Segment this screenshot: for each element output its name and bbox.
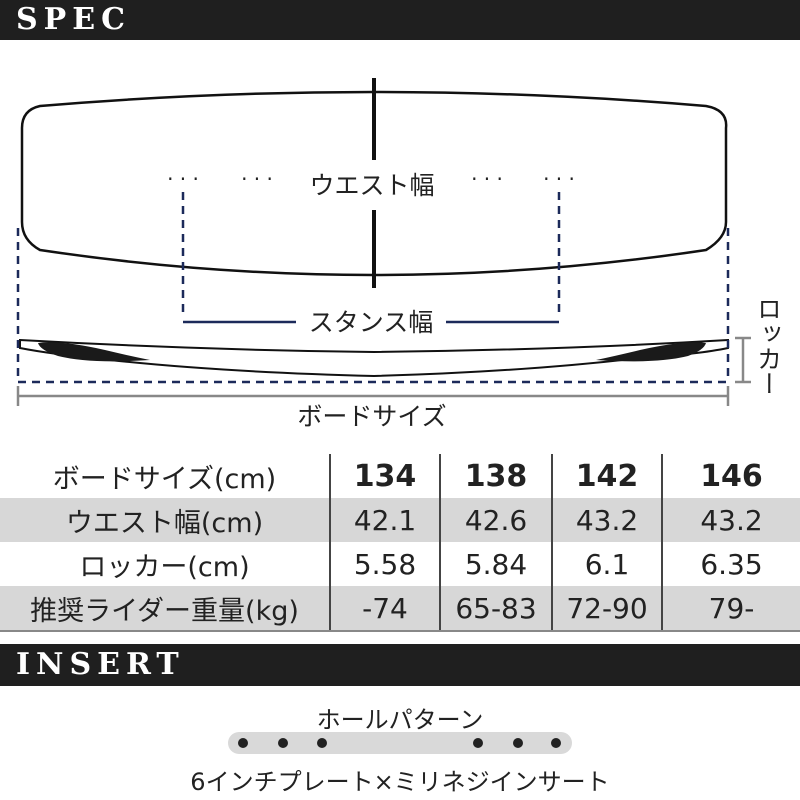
- table-cell: 6.35: [661, 542, 800, 586]
- hole-pattern-label: ホールパターン: [316, 706, 484, 734]
- table-cell: 65-83: [439, 586, 552, 632]
- spec-section-header: SPEC: [0, 0, 800, 40]
- row-label: ウエスト幅(cm): [0, 498, 330, 542]
- table-cell: 142: [551, 454, 662, 498]
- table-cell: 134: [329, 454, 440, 498]
- spec-table: ボードサイズ(cm) 134 138 142 146 ウエスト幅(cm) 42.…: [0, 454, 800, 632]
- row-label: ロッカー(cm): [79, 551, 250, 583]
- insert-hole-dot: [513, 738, 523, 748]
- insert-section-header: INSERT: [0, 644, 800, 686]
- table-row-waist-width: ウエスト幅(cm) 42.1 42.6 43.2 43.2: [0, 498, 800, 542]
- row-label: ボードサイズ(cm): [52, 463, 277, 495]
- rocker-label: ロッカー: [754, 296, 783, 396]
- dots-mid-left: · · ·: [241, 167, 273, 191]
- insert-hole-dot: [317, 738, 327, 748]
- table-cell: 43.2: [661, 498, 800, 542]
- insert-hole-dot: [238, 738, 248, 748]
- insert-caption: 6インチプレート×ミリネジインサート: [190, 768, 610, 796]
- table-row-rider-weight: 推奨ライダー重量(kg) -74 65-83 72-90 79-: [0, 586, 800, 632]
- table-cell: 5.84: [439, 542, 552, 586]
- insert-hole-dot: [473, 738, 483, 748]
- table-cell: 138: [439, 454, 552, 498]
- board-size-label: ボードサイズ: [297, 402, 446, 431]
- insert-hole-plate: [228, 732, 572, 754]
- waist-width-label: ウエスト幅: [309, 171, 434, 200]
- table-row-rocker: ロッカー(cm) 5.58 5.84 6.1 6.35: [0, 542, 800, 586]
- insert-hole-dot: [278, 738, 288, 748]
- table-cell: 79-: [661, 586, 800, 632]
- table-cell: 72-90: [551, 586, 662, 632]
- table-cell: 146: [661, 454, 800, 498]
- board-profile-right-tip: [596, 342, 706, 362]
- table-cell: 42.6: [439, 498, 552, 542]
- table-cell: -74: [329, 586, 440, 632]
- row-label: 推奨ライダー重量(kg): [0, 586, 330, 632]
- board-outline: [20, 90, 728, 277]
- table-cell: 5.58: [329, 542, 440, 586]
- stance-width-label: スタンス幅: [309, 308, 434, 337]
- insert-hole-dot: [551, 738, 561, 748]
- dots-right: · · ·: [543, 167, 575, 191]
- spec-title: SPEC: [16, 2, 131, 37]
- table-cell: 43.2: [551, 498, 662, 542]
- table-cell: 6.1: [551, 542, 662, 586]
- insert-title: INSERT: [16, 647, 185, 682]
- board-profile-left-tip: [38, 342, 150, 362]
- table-row-board-size: ボードサイズ(cm) 134 138 142 146: [0, 454, 800, 498]
- board-diagram: ウエスト幅 · · · · · · · · · · · · スタンス幅 ボードサ…: [16, 78, 783, 431]
- dots-left: · · ·: [167, 167, 199, 191]
- dots-mid-right: · · ·: [471, 167, 503, 191]
- table-cell: 42.1: [329, 498, 440, 542]
